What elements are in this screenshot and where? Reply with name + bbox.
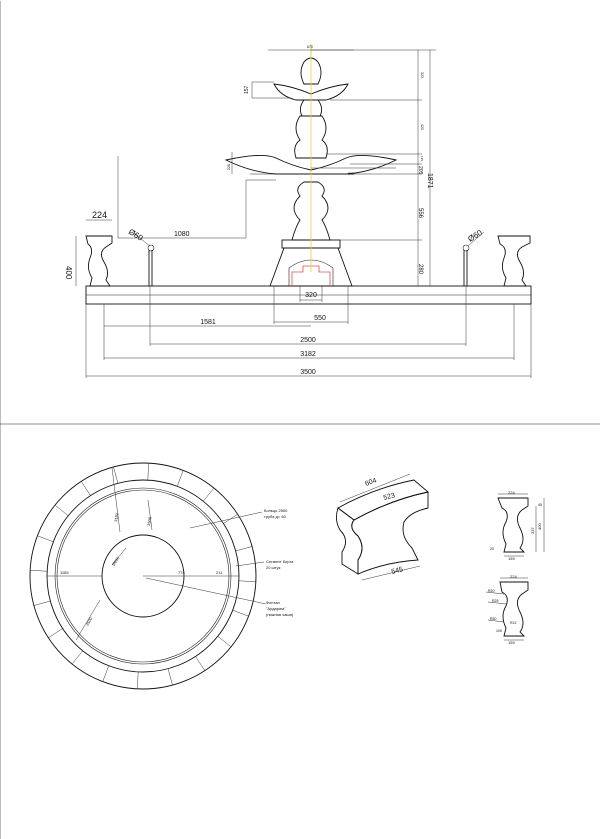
left-nozzle bbox=[147, 244, 155, 252]
segment-joint-line bbox=[37, 535, 54, 543]
segment-side-face bbox=[335, 507, 363, 575]
dim-320: 320 bbox=[305, 292, 317, 299]
segment-joint-line bbox=[33, 600, 51, 606]
profile-top-view: 224 159 400 337 45 20 bbox=[490, 490, 545, 561]
segment-joint-line bbox=[54, 504, 69, 516]
plan-view: 1165 774 211 3182 3500 2500 Ø890 Кольцо … bbox=[29, 462, 294, 690]
label-border-line2: 20 штук bbox=[266, 565, 281, 570]
dim-556: 556 bbox=[417, 208, 423, 219]
segment-joint-line bbox=[167, 668, 173, 686]
segment-joint-line bbox=[238, 580, 256, 582]
dim-plan-inner: Ø890 bbox=[111, 555, 121, 567]
dim-205: 205 bbox=[417, 166, 423, 175]
segment-joint-line bbox=[71, 650, 83, 665]
dim-pbot-159: 159 bbox=[508, 640, 515, 645]
label-fountain-line2: "Ардарим" bbox=[266, 606, 286, 611]
segment-joint-line bbox=[147, 463, 149, 481]
label-fountain-line1: Фонтан bbox=[266, 600, 280, 605]
elevation-view: 1871 323 423 125 205 556 280 670 157 226… bbox=[64, 44, 532, 378]
segment-joint-line bbox=[81, 481, 91, 496]
dim-segment-545: 545 bbox=[391, 566, 404, 576]
dim-segment-604: 604 bbox=[364, 477, 377, 488]
dim-r1165: 1165 bbox=[60, 570, 69, 575]
profile-bottom-shape bbox=[499, 581, 529, 637]
segment-joint-line bbox=[203, 487, 215, 502]
dim-3182: 3182 bbox=[300, 351, 316, 358]
dim-2500: 2500 bbox=[300, 337, 316, 344]
segment-front-face bbox=[351, 491, 429, 575]
segment-joint-line bbox=[102, 665, 110, 682]
label-fountain-line3: (нижняя чаша) bbox=[266, 612, 294, 617]
label-ring-line2: труба д= 60 bbox=[264, 514, 287, 519]
left-border-profile bbox=[85, 235, 113, 287]
upper-bowl bbox=[273, 83, 349, 101]
dim-ptop-337: 337 bbox=[530, 527, 535, 534]
dim-226: 226 bbox=[227, 164, 231, 170]
dim-ptop-159: 159 bbox=[508, 556, 515, 561]
dim-segment-523: 523 bbox=[383, 492, 396, 502]
dim-280: 280 bbox=[417, 264, 423, 275]
dim-pbot-r25: R25 bbox=[492, 599, 498, 603]
finial bbox=[300, 57, 322, 85]
dim-ptop-400: 400 bbox=[537, 523, 542, 530]
dim-r211: 211 bbox=[216, 570, 223, 575]
dim-ptop-45: 45 bbox=[538, 503, 542, 507]
dim-plan-2500: 2500 bbox=[85, 616, 94, 627]
segment-joint-line bbox=[176, 470, 184, 487]
middle-column bbox=[294, 115, 328, 159]
dim-phi60-left: Ø60 bbox=[127, 227, 145, 243]
segment-joint-line bbox=[195, 656, 205, 671]
segment-joint-line bbox=[113, 466, 119, 484]
segment-joint-line bbox=[137, 671, 139, 689]
dim-1581: 1581 bbox=[200, 319, 216, 326]
dim-pbot-224: 224 bbox=[510, 574, 517, 579]
segment-joint-line bbox=[48, 628, 63, 638]
dim-224: 224 bbox=[92, 210, 107, 220]
border-segment-view: 604 523 545 bbox=[335, 473, 429, 581]
dim-plan-3182: 3182 bbox=[113, 512, 120, 522]
dim-890: 890 bbox=[348, 172, 354, 176]
segment-joint-line bbox=[30, 570, 48, 572]
outer-border-circle bbox=[29, 462, 257, 690]
dim-phi60-right: Ø60 bbox=[466, 228, 484, 244]
dim-157: 157 bbox=[244, 85, 250, 94]
label-ring-line1: Кольцо 2500 bbox=[264, 508, 288, 513]
profile-bottom-view: 224 159 R20 R25 R50 R12 100 bbox=[485, 574, 529, 645]
dim-pbot-100: 100 bbox=[496, 629, 502, 633]
dim-ptop-224: 224 bbox=[508, 490, 515, 495]
right-nozzle bbox=[462, 244, 470, 252]
dim-125: 125 bbox=[420, 156, 424, 161]
dim-pbot-r20: R20 bbox=[488, 589, 494, 593]
segment-joint-line bbox=[217, 636, 232, 648]
dim-plan-3500: 3500 bbox=[146, 516, 153, 526]
dim-pbot-r12: R12 bbox=[510, 621, 516, 625]
segment-joint-line bbox=[235, 546, 253, 552]
dim-323: 323 bbox=[420, 72, 424, 78]
dim-pbot-r50: R50 bbox=[490, 617, 496, 621]
lower-column bbox=[291, 181, 331, 241]
dim-550: 550 bbox=[314, 315, 326, 322]
dim-1871: 1871 bbox=[426, 173, 433, 189]
dim-1080: 1080 bbox=[174, 231, 190, 238]
dim-ptop-20: 20 bbox=[490, 547, 494, 551]
upper-column bbox=[299, 99, 323, 117]
dim-3500: 3500 bbox=[300, 369, 316, 376]
dim-670: 670 bbox=[307, 45, 313, 49]
dim-423: 423 bbox=[420, 124, 424, 130]
right-border-profile bbox=[497, 235, 531, 287]
dim-400: 400 bbox=[64, 266, 73, 280]
label-border-line1: Сегмент борта bbox=[266, 559, 294, 564]
segment-joint-line bbox=[232, 609, 249, 617]
dim-r774: 774 bbox=[178, 570, 185, 575]
profile-top-shape bbox=[497, 497, 529, 553]
border-segment-joints bbox=[30, 463, 256, 689]
